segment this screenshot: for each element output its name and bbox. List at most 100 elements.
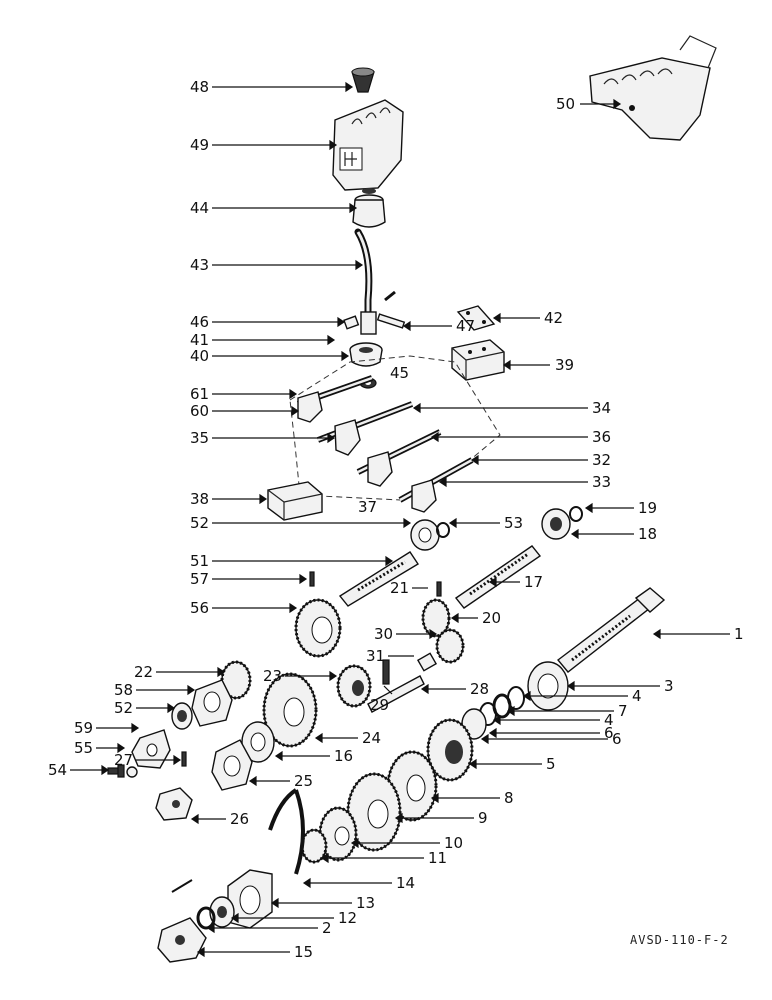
callout-40: 40 bbox=[190, 347, 209, 365]
part-1-input-shaft bbox=[556, 587, 666, 673]
callout-51: 51 bbox=[190, 552, 209, 570]
callout-labels: 48 49 50 44 43 46 47 42 41 40 39 45 61 6… bbox=[48, 78, 744, 961]
part-43-shift-lever bbox=[354, 228, 396, 335]
part-16-bearing bbox=[241, 721, 275, 763]
callout-4-b: 4 bbox=[604, 711, 614, 729]
part-2-seal bbox=[171, 879, 216, 930]
part-33-fork bbox=[411, 479, 437, 513]
part-58-housing bbox=[191, 679, 233, 727]
part-30-gear bbox=[435, 628, 465, 664]
callout-34: 34 bbox=[592, 399, 611, 417]
callout-39: 39 bbox=[555, 356, 574, 374]
assembly-outline bbox=[289, 355, 501, 501]
part-46-pin bbox=[343, 315, 360, 330]
callout-52-upper: 52 bbox=[190, 514, 209, 532]
part-31-sleeve bbox=[416, 652, 438, 672]
callout-26: 26 bbox=[230, 810, 249, 828]
reference-code: AVSD-110-F-2 bbox=[630, 933, 729, 947]
part-35-fork bbox=[334, 419, 361, 456]
callout-44: 44 bbox=[190, 199, 209, 217]
callout-2: 2 bbox=[322, 919, 332, 937]
part-19-ring bbox=[569, 506, 583, 522]
callout-58: 58 bbox=[114, 681, 133, 699]
part-20-gear bbox=[421, 598, 451, 638]
part-18-bearing bbox=[541, 508, 571, 540]
part-59-plate bbox=[131, 729, 171, 769]
callout-20: 20 bbox=[482, 609, 501, 627]
part-28-shaft bbox=[367, 675, 425, 713]
leader-lines bbox=[70, 81, 730, 958]
callout-47: 47 bbox=[456, 317, 475, 335]
part-53-ring bbox=[436, 522, 450, 538]
callout-3: 3 bbox=[664, 677, 674, 695]
part-55-washer bbox=[126, 766, 138, 778]
callout-22: 22 bbox=[134, 663, 153, 681]
part-56-gear bbox=[294, 598, 342, 658]
callout-10: 10 bbox=[444, 834, 463, 852]
part-51-mainshaft bbox=[338, 551, 419, 607]
callout-45: 45 bbox=[390, 364, 409, 382]
callout-12: 12 bbox=[338, 909, 357, 927]
callout-21: 21 bbox=[390, 579, 409, 597]
part-27-pin bbox=[181, 751, 187, 767]
callout-16: 16 bbox=[334, 747, 353, 765]
callout-60: 60 bbox=[190, 402, 209, 420]
part-21-pin bbox=[436, 581, 442, 597]
callout-13: 13 bbox=[356, 894, 375, 912]
callout-36: 36 bbox=[592, 428, 611, 446]
part-9-gear bbox=[346, 772, 402, 852]
callout-27: 27 bbox=[114, 751, 133, 769]
part-57-pin bbox=[309, 571, 315, 587]
part-38-block bbox=[267, 481, 323, 521]
part-10-gear bbox=[318, 806, 358, 862]
part-44-boot bbox=[352, 188, 386, 228]
part-15-cover bbox=[157, 917, 207, 963]
callout-49: 49 bbox=[190, 136, 209, 154]
part-5-gear bbox=[426, 718, 474, 782]
callout-57: 57 bbox=[190, 570, 209, 588]
callout-48: 48 bbox=[190, 78, 209, 96]
part-39-block bbox=[451, 339, 505, 381]
callout-55: 55 bbox=[74, 739, 93, 757]
callout-11: 11 bbox=[428, 849, 447, 867]
part-52-bearing-upper bbox=[410, 519, 440, 551]
part-25-cover bbox=[211, 739, 253, 791]
callout-54: 54 bbox=[48, 761, 67, 779]
callout-30: 30 bbox=[374, 625, 393, 643]
part-26-cap bbox=[155, 787, 193, 821]
callout-50: 50 bbox=[556, 95, 575, 113]
callout-1: 1 bbox=[734, 625, 744, 643]
callout-17: 17 bbox=[524, 573, 543, 591]
part-29-screw bbox=[382, 659, 390, 685]
callout-4-a: 4 bbox=[632, 687, 642, 705]
callout-33: 33 bbox=[592, 473, 611, 491]
callout-41: 41 bbox=[190, 331, 209, 349]
callout-38: 38 bbox=[190, 490, 209, 508]
part-49-gate-plate bbox=[332, 99, 404, 191]
part-34-rail bbox=[316, 401, 414, 443]
callout-19: 19 bbox=[638, 499, 657, 517]
callout-6-a: 6 bbox=[604, 724, 614, 742]
callout-18: 18 bbox=[638, 525, 657, 543]
callout-9: 9 bbox=[478, 809, 488, 827]
part-47-pin bbox=[376, 313, 406, 329]
callout-6-b: 6 bbox=[612, 730, 622, 748]
callout-23: 23 bbox=[263, 667, 282, 685]
part-52-bearing-lower bbox=[171, 702, 193, 730]
callout-42: 42 bbox=[544, 309, 563, 327]
part-12-bearing bbox=[209, 896, 235, 928]
part-23-gear bbox=[336, 664, 372, 708]
callout-31: 31 bbox=[366, 647, 385, 665]
part-40-socket bbox=[349, 342, 383, 367]
callout-43: 43 bbox=[190, 256, 209, 274]
callout-52-lower: 52 bbox=[114, 699, 133, 717]
callout-53: 53 bbox=[504, 514, 523, 532]
callout-14: 14 bbox=[396, 874, 415, 892]
callout-59: 59 bbox=[74, 719, 93, 737]
part-42-plate bbox=[456, 305, 496, 331]
part-50-bracket bbox=[589, 35, 717, 141]
callout-7: 7 bbox=[618, 702, 628, 720]
callout-25: 25 bbox=[294, 772, 313, 790]
callout-5: 5 bbox=[546, 755, 556, 773]
